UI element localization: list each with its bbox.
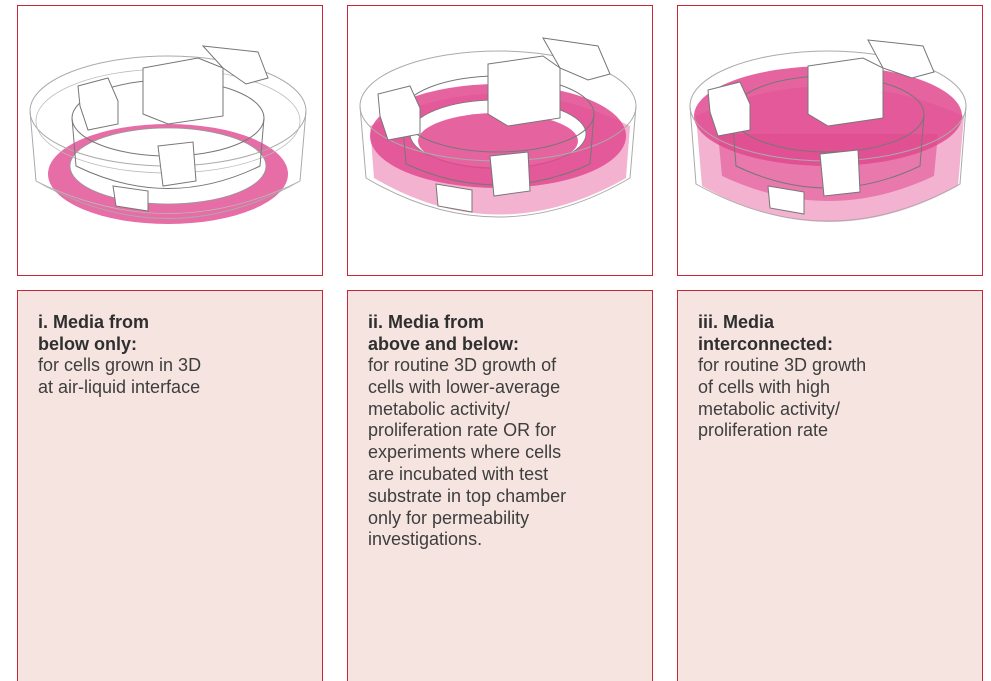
caption-body: for routine 3D growth of cells with high… [698,355,962,442]
caption-body-line: of cells with high [698,376,831,397]
caption-body-line: at air-liquid interface [38,376,201,397]
diagram-media-above-and-below [347,5,653,276]
diagram-media-below-only [17,5,323,276]
caption-body: for cells grown in 3D at air-liquid inte… [38,355,302,399]
caption-body: for routine 3D growth of cells with lowe… [368,355,632,551]
caption-body-line: are incubated with test [368,463,549,484]
caption-panel-media-below-only: i. Media from below only: for cells grow… [17,290,323,681]
caption-title-line: ii. Media from [368,312,485,332]
caption-body-line: proliferation rate OR for [368,420,557,441]
caption-body-line: metabolic activity/ [368,398,511,419]
caption-title-line: above and below: [368,333,520,354]
caption-body-line: only for permeability [368,507,530,528]
well-insert-illustration [359,37,637,218]
well-insert-illustration [689,39,967,222]
caption-panel-media-interconnected: iii. Media interconnected: for routine 3… [677,290,983,681]
caption-body-line: substrate in top chamber [368,485,567,506]
caption-title: i. Media from below only: [38,312,302,355]
diagram-media-interconnected [677,5,983,276]
caption-panel-media-above-and-below: ii. Media from above and below: for rout… [347,290,653,681]
caption-title-line: interconnected: [698,333,834,354]
well-insert-illustration [29,45,307,224]
caption-body-line: for routine 3D growth of [368,355,557,375]
caption-title-line: iii. Media [698,312,775,332]
caption-title: ii. Media from above and below: [368,312,632,355]
caption-body-line: investigations. [368,529,483,550]
caption-body-line: metabolic activity/ [698,398,841,419]
caption-title-line: below only: [38,333,137,354]
caption-body-line: for routine 3D growth [698,355,867,375]
caption-body-line: cells with lower-average [368,376,561,397]
caption-body-line: for cells grown in 3D [38,355,202,375]
caption-title: iii. Media interconnected: [698,312,962,355]
caption-body-line: experiments where cells [368,442,562,463]
caption-body-line: proliferation rate [698,420,829,441]
caption-title-line: i. Media from [38,312,150,332]
